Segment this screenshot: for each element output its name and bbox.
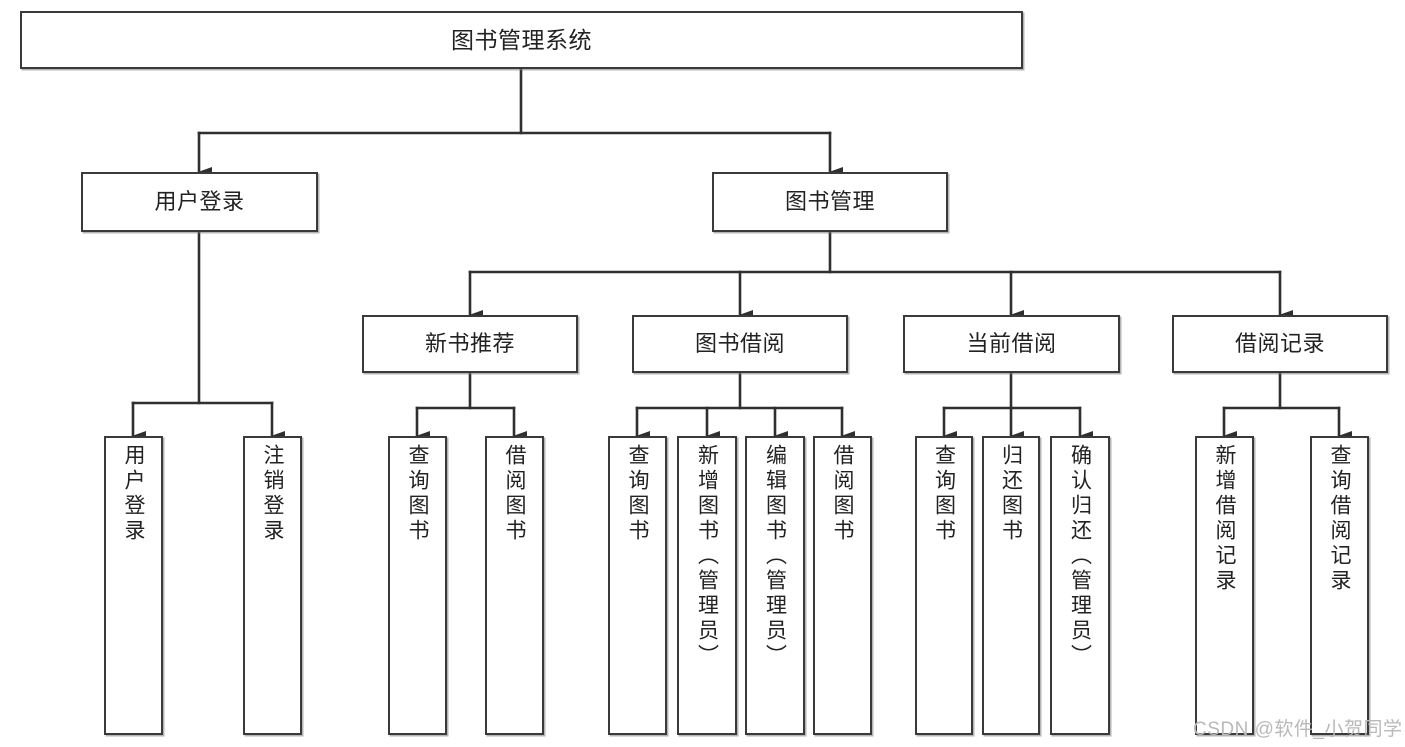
node-label-leaf-query-book-3: 查询图书 [932, 444, 956, 544]
node-root[interactable]: 图书管理系统 [20, 11, 1023, 69]
node-label-user-login: 用户登录 [154, 189, 245, 215]
node-label-leaf-borrow-book-1: 借阅图书 [503, 444, 526, 544]
node-label-leaf-add-record: 新增借阅记录 [1213, 444, 1236, 594]
node-label-leaf-edit-book: 编辑图书（管理员） [763, 444, 787, 669]
node-label-leaf-user-login: 用户登录 [122, 444, 145, 544]
node-label-leaf-query-record: 查询借阅记录 [1328, 444, 1351, 594]
node-current-borrow[interactable]: 当前借阅 [903, 315, 1120, 373]
node-label-root: 图书管理系统 [451, 26, 592, 53]
node-label-leaf-confirm-return: 确认归还（管理员） [1068, 444, 1092, 669]
node-label-book-mgmt: 图书管理 [784, 189, 875, 215]
node-leaf-add-book[interactable]: 新增图书（管理员） [677, 436, 737, 735]
node-label-leaf-borrow-book-2: 借阅图书 [831, 444, 854, 544]
node-book-borrow[interactable]: 图书借阅 [632, 315, 848, 373]
node-leaf-query-book-2[interactable]: 查询图书 [608, 436, 667, 735]
node-label-current-borrow: 当前借阅 [966, 331, 1057, 357]
node-label-book-borrow: 图书借阅 [694, 331, 785, 357]
node-leaf-logout[interactable]: 注销登录 [243, 436, 302, 735]
node-label-leaf-query-book-1: 查询图书 [406, 444, 429, 544]
node-borrow-record[interactable]: 借阅记录 [1172, 315, 1388, 373]
edge-paths [131, 67, 1352, 441]
node-label-leaf-add-book: 新增图书（管理员） [695, 444, 719, 669]
watermark-text: CSDN @软件_小贺同学 [1193, 719, 1403, 740]
node-label-leaf-query-book-2: 查询图书 [626, 444, 649, 544]
node-leaf-confirm-return[interactable]: 确认归还（管理员） [1050, 436, 1110, 735]
node-leaf-borrow-book-2[interactable]: 借阅图书 [813, 436, 872, 735]
node-leaf-borrow-book-1[interactable]: 借阅图书 [485, 436, 544, 735]
node-label-leaf-return-book: 归还图书 [999, 444, 1023, 544]
node-leaf-user-login[interactable]: 用户登录 [104, 436, 163, 735]
node-label-new-book-rec: 新书推荐 [424, 331, 515, 357]
node-leaf-query-book-1[interactable]: 查询图书 [388, 436, 447, 735]
node-user-login[interactable]: 用户登录 [81, 172, 318, 232]
node-new-book-rec[interactable]: 新书推荐 [362, 315, 578, 373]
node-book-mgmt[interactable]: 图书管理 [712, 172, 948, 232]
node-leaf-return-book[interactable]: 归还图书 [982, 436, 1040, 735]
node-leaf-add-record[interactable]: 新增借阅记录 [1195, 436, 1254, 735]
node-label-borrow-record: 借阅记录 [1234, 331, 1325, 357]
node-leaf-query-record[interactable]: 查询借阅记录 [1310, 436, 1369, 735]
node-leaf-query-book-3[interactable]: 查询图书 [915, 436, 973, 735]
node-label-leaf-logout: 注销登录 [261, 444, 284, 544]
node-leaf-edit-book[interactable]: 编辑图书（管理员） [745, 436, 805, 735]
